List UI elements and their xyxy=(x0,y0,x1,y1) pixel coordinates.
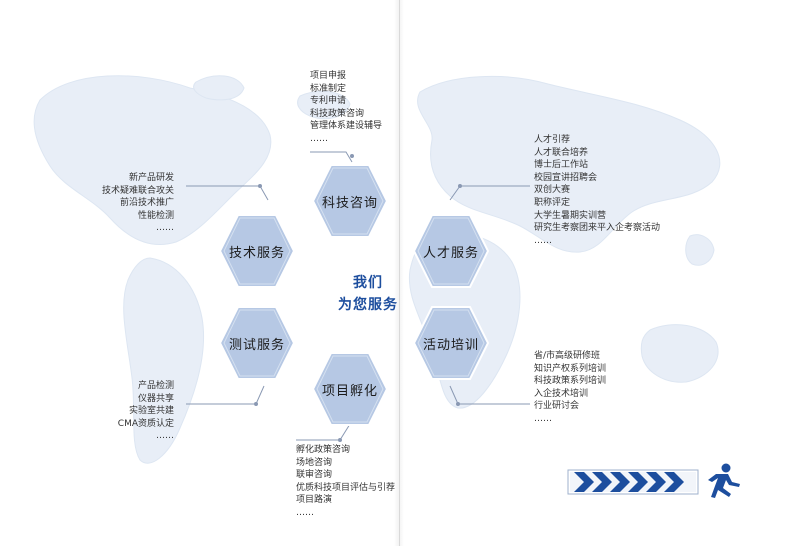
list-item: 前沿技术推广 xyxy=(119,198,174,209)
line-ceshi xyxy=(186,385,265,405)
list-item: …… xyxy=(156,431,174,442)
hexagon-shape xyxy=(412,214,490,288)
list-item: 仪器共享 xyxy=(137,393,174,404)
list-item: 入企技术培训 xyxy=(534,388,589,399)
list-item: 优质科技项目评估与引荐 xyxy=(296,482,396,493)
hexagon-shape xyxy=(218,306,296,380)
list-item: 博士后工作站 xyxy=(534,160,589,171)
list-xiangmu: 孵化政策咨询 场地咨询 联审咨询 优质科技项目评估与引荐 项目路演 …… xyxy=(296,444,395,520)
list-item: 行业研讨会 xyxy=(534,401,580,412)
hexagon-shape xyxy=(311,352,389,426)
list-item: …… xyxy=(534,235,552,246)
list-item: 人才引荐 xyxy=(534,135,571,145)
line-jishu xyxy=(186,185,269,201)
list-item: 实验室共建 xyxy=(128,406,174,417)
hex-rencai[interactable]: 人才服务 xyxy=(412,212,490,290)
list-item: 场地咨询 xyxy=(296,457,333,468)
hex-keji-label: 科技咨询 xyxy=(321,195,378,211)
hex-huodong[interactable]: 活动培训 xyxy=(412,304,490,382)
list-item: 知识产权系列培训 xyxy=(534,363,607,374)
line-huodong xyxy=(449,385,530,405)
list-item: 管理体系建设辅导 xyxy=(310,121,383,132)
list-item: 孵化政策咨询 xyxy=(296,445,351,455)
page-fold xyxy=(399,0,400,546)
list-item: 双创大赛 xyxy=(534,185,571,196)
list-item: 标准制定 xyxy=(310,83,347,94)
line-rencai xyxy=(449,185,530,201)
list-item: …… xyxy=(534,413,552,424)
center-title-line2: 为您服务 xyxy=(338,297,398,313)
list-item: 职称评定 xyxy=(534,197,571,208)
list-item: 研究生考察团来平入企考察活动 xyxy=(534,223,661,234)
list-item: 大学生暑期实训营 xyxy=(534,210,607,221)
running-man-arrow-graphic xyxy=(567,463,740,498)
list-item: CMA资质认定 xyxy=(117,418,174,429)
center-title-line1: 我们 xyxy=(353,275,383,291)
list-jishu: 新产品研发 技术疑难联合攻关 前沿技术推广 性能检测 …… xyxy=(84,172,174,235)
hex-xiangmu[interactable]: 项目孵化 xyxy=(311,350,389,428)
list-item: 省/市高级研修班 xyxy=(534,351,601,361)
list-keji: 项目申报 标准制定 专利申请 科技政策咨询 管理体系建设辅导 …… xyxy=(310,70,382,146)
list-item: 科技政策系列培训 xyxy=(534,376,607,387)
list-ceshi: 产品检测 仪器共享 实验室共建 CMA资质认定 …… xyxy=(84,380,174,443)
list-item: 联审咨询 xyxy=(296,470,333,481)
hex-ceshi-label: 测试服务 xyxy=(228,337,285,353)
list-item: 技术疑难联合攻关 xyxy=(101,185,174,196)
hex-jishu[interactable]: 技术服务 xyxy=(218,212,296,290)
hex-xiangmu-label: 项目孵化 xyxy=(321,383,378,399)
hex-huodong-label: 活动培训 xyxy=(422,337,479,353)
list-item: …… xyxy=(310,133,328,144)
center-title: 我们 为您服务 xyxy=(308,272,428,316)
list-item: …… xyxy=(156,223,174,234)
list-item: 项目申报 xyxy=(310,71,347,81)
hex-rencai-label: 人才服务 xyxy=(422,245,479,261)
hex-jishu-label: 技术服务 xyxy=(228,245,285,261)
chevron-icons xyxy=(574,472,684,492)
list-item: 新产品研发 xyxy=(128,173,174,183)
hex-keji[interactable]: 科技咨询 xyxy=(311,162,389,240)
list-item: 专利申请 xyxy=(310,96,347,107)
hexagon-shape xyxy=(311,164,389,238)
hexagon-shape xyxy=(218,214,296,288)
list-item: …… xyxy=(296,507,314,518)
list-item: 人才联合培养 xyxy=(534,147,589,158)
list-item: 校园宣讲招聘会 xyxy=(534,172,598,183)
hexagon-shape xyxy=(412,306,490,380)
hex-ceshi[interactable]: 测试服务 xyxy=(218,304,296,382)
list-item: 项目路演 xyxy=(296,495,333,506)
list-rencai: 人才引荐 人才联合培养 博士后工作站 校园宣讲招聘会 双创大赛 职称评定 大学生… xyxy=(534,134,660,247)
list-item: 性能检测 xyxy=(137,210,174,221)
line-keji xyxy=(310,151,353,163)
list-item: 科技政策咨询 xyxy=(310,108,365,119)
running-man-icon xyxy=(708,463,740,498)
list-huodong: 省/市高级研修班 知识产权系列培训 科技政策系列培训 入企技术培训 行业研讨会 … xyxy=(534,350,606,426)
list-item: 产品检测 xyxy=(137,381,174,391)
